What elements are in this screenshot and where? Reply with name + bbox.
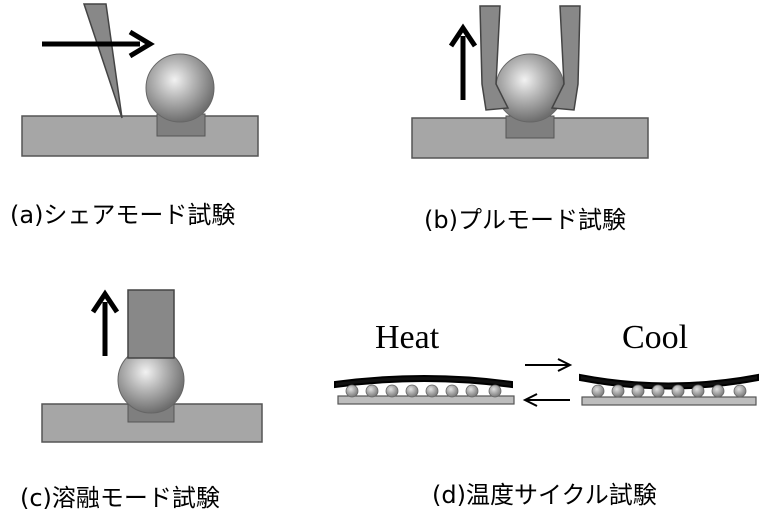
- melt-probe: [127, 289, 175, 359]
- shear-arrow-head: [128, 29, 155, 59]
- heat-assembly: [334, 375, 515, 405]
- cool-solder-balls: [591, 384, 747, 398]
- solder-ball-b: [495, 53, 565, 123]
- heat-label: Heat: [375, 319, 440, 356]
- caption-d: (d)温度サイクル試験: [432, 481, 657, 509]
- panel-a-shear: [21, 3, 259, 157]
- cycle-arrow-right-head: [557, 358, 573, 372]
- cool-assembly: [579, 373, 759, 406]
- panel-d-thermal-cycle: Heat Cool: [334, 319, 759, 407]
- pull-jaw-left: [479, 5, 510, 111]
- cool-board: [579, 373, 759, 390]
- cool-substrate: [581, 396, 757, 406]
- heat-board: [334, 375, 513, 389]
- pull-arrow-head: [448, 23, 478, 48]
- pull-jaw-right: [550, 5, 581, 111]
- heat-substrate: [337, 395, 515, 405]
- cycle-arrow-left-head: [522, 393, 538, 407]
- solder-ball-a: [145, 53, 215, 123]
- caption-b: (b)プルモード試験: [424, 206, 626, 234]
- shear-tool: [82, 3, 123, 119]
- caption-a: (a)シェアモード試験: [10, 201, 236, 229]
- caption-c: (c)溶融モード試験: [20, 484, 220, 512]
- melt-arrow-head: [90, 289, 120, 314]
- heat-solder-balls: [345, 384, 502, 398]
- substrate-a: [21, 115, 259, 157]
- panel-b-pull: [411, 5, 649, 159]
- panel-c-melt: [41, 289, 263, 443]
- cool-label: Cool: [622, 319, 688, 356]
